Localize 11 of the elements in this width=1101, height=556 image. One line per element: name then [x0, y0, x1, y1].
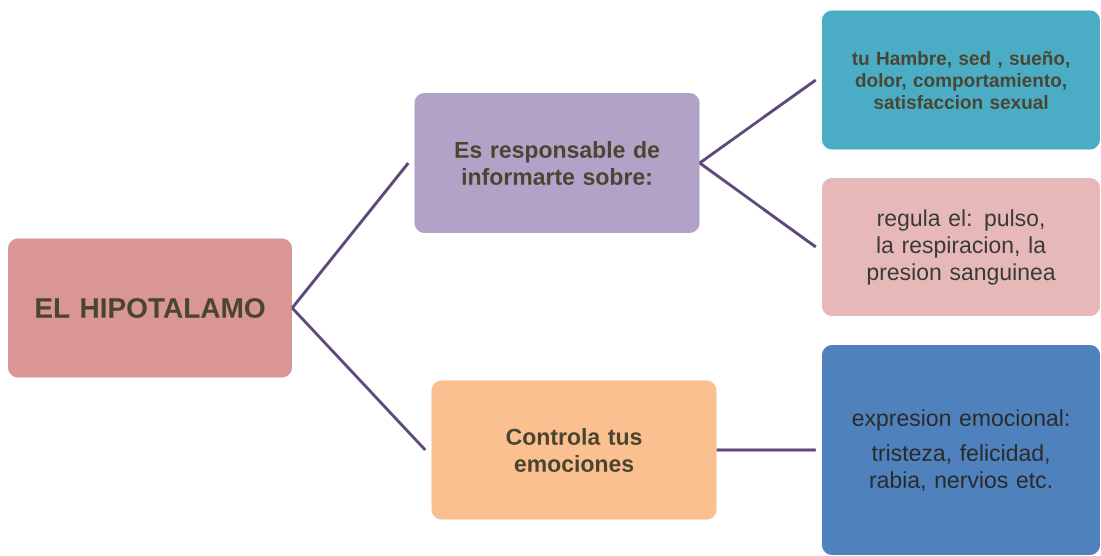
topic-box: EL HIPOTALAMO [8, 238, 292, 378]
topic-box: Controla tus emociones [431, 380, 717, 520]
topic-box: Es responsable de informarte sobre: [414, 93, 700, 233]
connector-line [698, 78, 817, 165]
connector-line [291, 306, 427, 451]
topic-box: tu Hambre, sed , sueño, dolor, comportamiento, satisfaccion sexual [822, 10, 1100, 150]
connector-line [716, 448, 816, 452]
connector-line [698, 161, 817, 249]
connector-line [291, 162, 410, 309]
topic-box: expresion emocional: tristeza, felicidad, rabia, nervios etc. [822, 345, 1100, 555]
topic-box: regula el: pulso, la respiracion, la presion sanguinea [822, 178, 1100, 316]
